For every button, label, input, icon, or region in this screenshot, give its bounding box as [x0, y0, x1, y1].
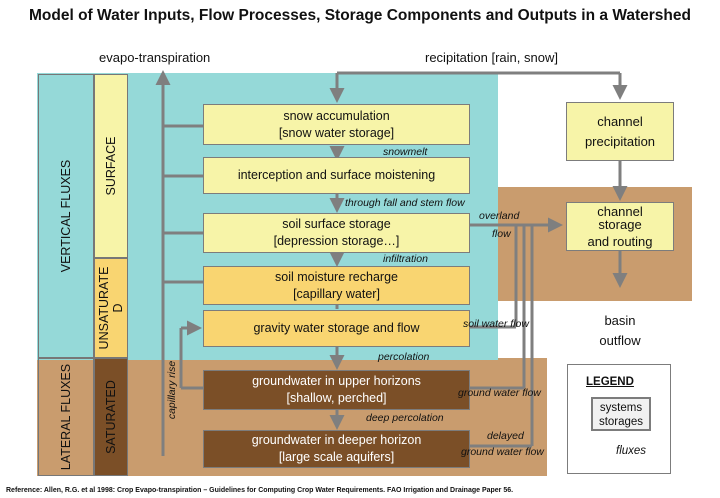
soil-surface-line1: soil surface storage: [282, 217, 391, 231]
gravity-water-line1: gravity water storage and flow: [253, 321, 420, 335]
soil-moisture-line2: [capillary water]: [293, 286, 380, 301]
soil-moisture-line1: soil moisture recharge: [275, 269, 398, 284]
channel-storage-line1: channel: [597, 204, 643, 219]
interception-box: interception and surface moistening: [203, 157, 470, 194]
basin-outflow-line1: basin: [604, 313, 636, 328]
snow-accumulation-line2: [snow water storage]: [278, 125, 395, 140]
channel-precip-line1: channel: [597, 113, 643, 129]
groundwater-deeper-box: groundwater in deeper horizon [large sca…: [203, 430, 470, 468]
channel-precipitation-box: channel precipitation: [566, 102, 674, 161]
legend-title: LEGEND: [586, 376, 634, 388]
soil-moisture-recharge-box: soil moisture recharge [capillary water]: [203, 266, 470, 305]
snow-accumulation-box: snow accumulation [snow water storage]: [203, 104, 470, 145]
basin-outflow-label: basin outflow: [580, 311, 660, 351]
reference-citation: Reference: Allen, R.G. et al 1998: Crop …: [6, 487, 514, 494]
percolation-label: percolation: [378, 351, 430, 363]
capillary-rise-label: capillary rise: [166, 361, 178, 419]
groundwater-deeper-line2: [large scale aquifers]: [278, 450, 395, 464]
soil-surface-line2: [depression storage…]: [273, 234, 400, 248]
unsaturated-column: UNSATURATE D: [94, 258, 128, 358]
legend-fluxes-label: fluxes: [616, 445, 647, 457]
legend-systems-line2: storages: [598, 416, 644, 428]
throughfall-label: through fall and stem flow: [345, 197, 465, 209]
snow-accumulation-line1: snow accumulation: [283, 108, 390, 123]
gravity-water-box: gravity water storage and flow: [203, 310, 470, 347]
channel-precip-line2: precipitation: [584, 133, 656, 149]
channel-storage-box: channel storage and routing: [566, 202, 674, 251]
saturated-column: SATURATED: [94, 358, 128, 476]
ground-water-flow-label: ground water flow: [458, 387, 541, 399]
soil-water-flow-label: soil water flow: [463, 318, 529, 330]
groundwater-upper-line1: groundwater in upper horizons: [252, 374, 421, 388]
interception-line1: interception and surface moistening: [237, 168, 436, 182]
lateral-fluxes-column: LATERAL FLUXES: [38, 358, 94, 476]
surface-column: SURFACE: [94, 74, 128, 258]
legend-systems-box: systems storages: [591, 397, 651, 431]
infiltration-label: infiltration: [383, 253, 428, 265]
groundwater-upper-line2: [shallow, perched]: [286, 391, 387, 405]
basin-outflow-line2: outflow: [599, 333, 641, 348]
channel-storage-line3: and routing: [587, 234, 653, 249]
precipitation-label: recipitation [rain, snow]: [425, 50, 558, 65]
vertical-fluxes-column: VERTICAL FLUXES: [38, 74, 94, 358]
groundwater-deeper-line1: groundwater in deeper horizon: [251, 433, 422, 447]
delayed-flow-label-2: ground water flow: [461, 446, 544, 458]
soil-surface-storage-box: soil surface storage [depression storage…: [203, 213, 470, 253]
legend-systems-line1: systems: [599, 402, 643, 414]
diagram-title: Model of Water Inputs, Flow Processes, S…: [29, 7, 691, 24]
overland-flow-label-2: flow: [492, 228, 511, 240]
deep-percolation-label: deep percolation: [366, 412, 444, 424]
evapotranspiration-label: evapo-transpiration: [99, 50, 211, 65]
capillary-rise-text: capillary rise: [166, 360, 178, 420]
channel-storage-line2: storage: [598, 217, 642, 232]
snowmelt-label: snowmelt: [383, 146, 428, 158]
groundwater-upper-box: groundwater in upper horizons [shallow, …: [203, 370, 470, 410]
legend: LEGEND systems storages fluxes: [567, 364, 671, 474]
delayed-flow-label-1: delayed: [487, 430, 524, 442]
overland-flow-label-1: overland: [479, 210, 520, 222]
